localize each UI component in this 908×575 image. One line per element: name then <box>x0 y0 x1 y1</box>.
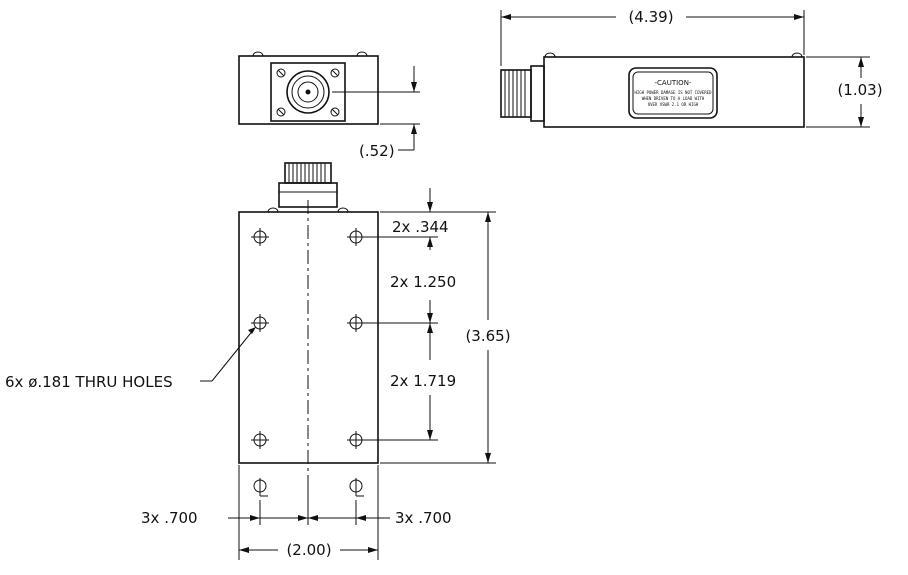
side-length-label: (4.39) <box>628 8 673 26</box>
end-offset-label: (.52) <box>359 142 395 160</box>
horizontal-spacing-right-label: 3x .700 <box>395 509 452 527</box>
mounting-holes <box>251 228 365 449</box>
caution-title: -CAUTION- <box>655 79 692 87</box>
side-height-label: (1.03) <box>837 81 882 99</box>
centerline-symbols <box>253 478 364 497</box>
body-width-label: (2.00) <box>286 541 331 559</box>
end-view: (.52) <box>238 51 420 160</box>
bottom-view: 2x .344 2x 1.250 2x 1.719 (3.65) 6x ø.18… <box>5 162 511 560</box>
caution-line-1: HIGH POWER DAMAGE IS NOT COVERED <box>634 90 712 95</box>
hole-mid-spacing-label: 2x 1.250 <box>390 273 456 291</box>
horizontal-spacing-left-label: 3x .700 <box>141 509 198 527</box>
hole-top-offset-label: 2x .344 <box>392 218 449 236</box>
holes-note-label: 6x ø.181 THRU HOLES <box>5 373 173 391</box>
caution-line-2: WHEN DRIVEN TO A LOAD WITH <box>642 96 705 101</box>
side-view: -CAUTION- HIGH POWER DAMAGE IS NOT COVER… <box>500 8 883 128</box>
hole-bottom-spacing-label: 2x 1.719 <box>390 372 456 390</box>
body-length-label: (3.65) <box>465 327 510 345</box>
caution-line-3: OVER VSWR 2.1 OR HIGH <box>648 102 699 107</box>
